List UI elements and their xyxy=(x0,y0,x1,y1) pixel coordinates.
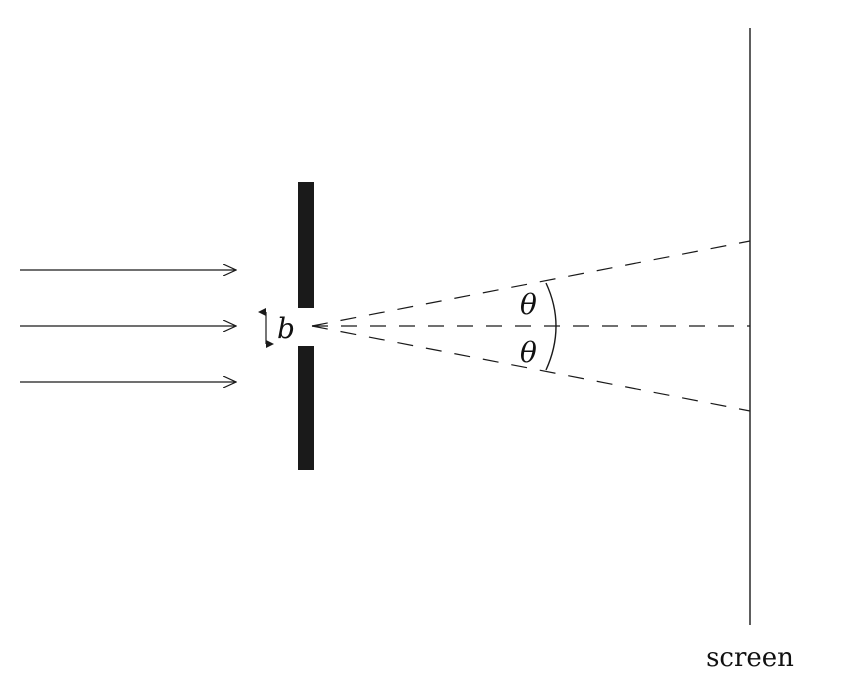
slit-barrier xyxy=(298,182,314,470)
angle-label-upper: θ xyxy=(520,288,537,321)
diffracted-rays xyxy=(311,240,751,412)
angle-label-lower: θ xyxy=(520,336,537,369)
incident-light-rays xyxy=(20,270,236,382)
barrier-upper xyxy=(298,182,314,308)
slit-width-label: b xyxy=(277,312,295,345)
screen-label: screen xyxy=(706,643,794,673)
angle-arc xyxy=(545,282,557,371)
barrier-lower xyxy=(298,346,314,470)
